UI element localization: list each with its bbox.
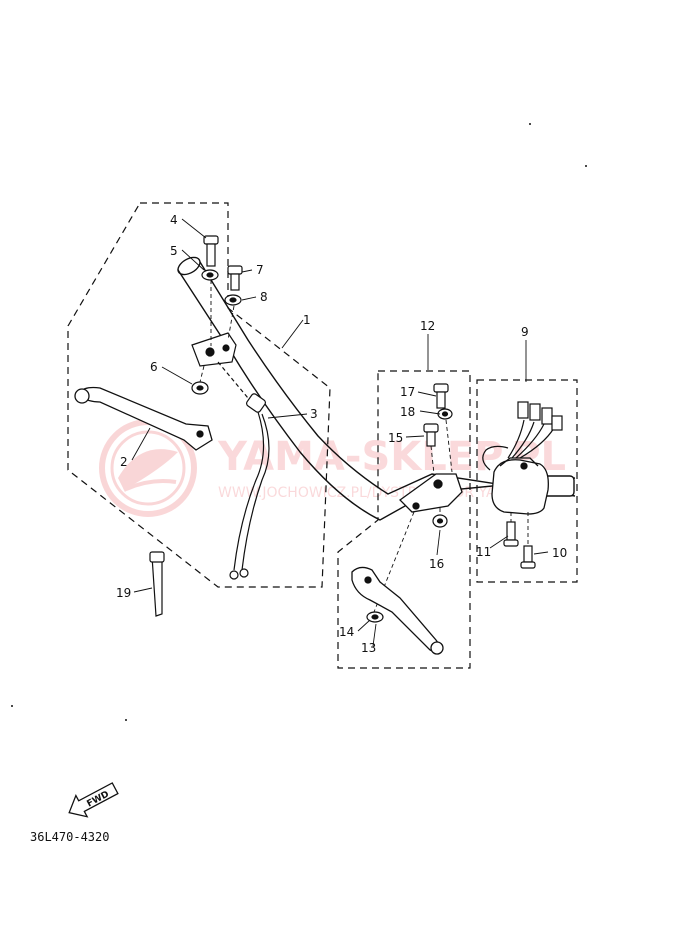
switch-group-boundary	[476, 379, 578, 583]
nut-6	[191, 381, 209, 395]
handlebar	[177, 256, 576, 521]
cable-tie	[149, 551, 165, 617]
screw-10	[520, 545, 536, 569]
diagram-part-code: 36L470-4320	[30, 830, 110, 844]
clutch-switch	[217, 361, 270, 580]
callout-19: 19	[116, 586, 131, 600]
callout-6: 6	[150, 360, 158, 374]
bolt-17	[433, 383, 449, 409]
callout-10: 10	[552, 546, 567, 560]
callout-leaders	[131, 218, 549, 647]
callout-2: 2	[120, 455, 128, 469]
callout-17: 17	[400, 385, 415, 399]
callout-16: 16	[429, 557, 444, 571]
alignment-lines-right	[373, 419, 453, 613]
clutch-lever-holder	[191, 332, 237, 367]
bolt-7	[227, 265, 243, 291]
switch-wiring-harness	[482, 401, 563, 471]
callout-labels: 4 5 7 8 1 6 2 3 12 9 17 18 15 16 11 10 1…	[116, 213, 567, 655]
bolt-4	[203, 235, 219, 267]
forward-direction-arrow: FWD	[68, 782, 119, 818]
clutch-lever	[74, 386, 213, 451]
alignment-lines-switch	[510, 512, 529, 546]
left-group-boundary	[67, 202, 331, 588]
handlebar-switch	[491, 457, 549, 515]
callout-18: 18	[400, 405, 415, 419]
callout-12: 12	[420, 319, 435, 333]
nut-16	[432, 514, 448, 528]
callout-4: 4	[170, 213, 178, 227]
callout-15: 15	[388, 431, 403, 445]
callout-13: 13	[361, 641, 376, 655]
brake-lever-holder	[399, 473, 463, 513]
callout-3: 3	[310, 407, 318, 421]
lever-holder-group-boundary	[337, 370, 471, 669]
callout-9: 9	[521, 325, 529, 339]
alignment-lines-left	[199, 280, 235, 383]
washer-8	[224, 294, 242, 306]
washer-5	[201, 269, 219, 281]
washer-18	[437, 408, 453, 420]
callout-8: 8	[260, 290, 268, 304]
callout-7: 7	[256, 263, 264, 277]
callout-11: 11	[476, 545, 491, 559]
screw-11	[503, 521, 519, 547]
callout-14: 14	[339, 625, 354, 639]
scan-specks	[11, 123, 587, 721]
callout-1: 1	[303, 313, 311, 327]
pivot-collar-14	[366, 611, 384, 623]
brake-lever	[351, 566, 444, 655]
callout-5: 5	[170, 244, 178, 258]
